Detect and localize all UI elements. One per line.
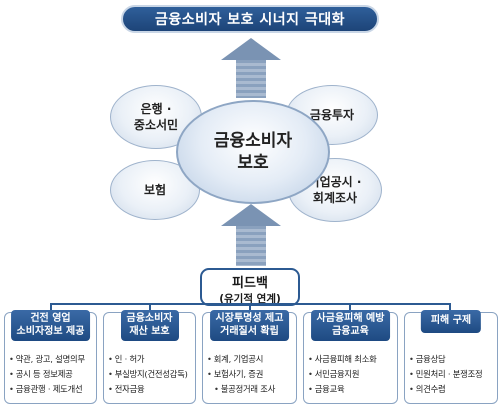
card-items: 인 · 허가 부실방지(건전성감독) 전자금융 bbox=[108, 352, 193, 397]
list-item: 금융상담 bbox=[409, 352, 495, 367]
goal-banner-text: 금융소비자 보호 시너지 극대화 bbox=[154, 12, 346, 28]
list-item: 약관, 광고, 설명의무 bbox=[9, 352, 94, 367]
list-item: 서민금융지원 bbox=[308, 367, 395, 382]
list-item: 회계, 기업공시 bbox=[207, 352, 294, 367]
feedback-box: 피드백 (유기적 연계) bbox=[200, 268, 300, 306]
connector-drop-1 bbox=[50, 303, 52, 312]
connector-drop-3 bbox=[249, 303, 251, 312]
feedback-subtitle: (유기적 연계) bbox=[219, 293, 281, 305]
card-items: 사금융피해 최소화 서민금융지원 금융교육 bbox=[308, 352, 395, 397]
card-damage-relief: 피해 구제 금융상담 민원처리 · 분쟁조정 의견수렴 bbox=[404, 310, 498, 404]
list-item: 부실방지(건전성감독) bbox=[108, 367, 193, 382]
list-item: 전자금융 bbox=[108, 382, 193, 397]
list-item: 불공정거래 조사 bbox=[207, 382, 294, 397]
card-header: 피해 구제 bbox=[420, 310, 482, 333]
list-item: 금융교육 bbox=[308, 382, 395, 397]
list-item: 인 · 허가 bbox=[108, 352, 193, 367]
goal-banner: 금융소비자 보호 시너지 극대화 bbox=[121, 5, 379, 33]
feedback-title: 피드백 bbox=[232, 276, 268, 291]
upper-arrow-icon bbox=[221, 38, 281, 98]
list-item: 민원처리 · 분쟁조정 bbox=[409, 367, 495, 382]
connector-drop-2 bbox=[149, 303, 151, 312]
connector-drop-5 bbox=[449, 303, 451, 312]
satellite-banking: 은행 ·중소서민 bbox=[110, 85, 202, 149]
connector-drop-4 bbox=[349, 303, 351, 312]
list-item: 금융관행 · 제도개선 bbox=[9, 382, 94, 397]
card-items: 금융상담 민원처리 · 분쟁조정 의견수렴 bbox=[409, 352, 495, 397]
list-item: 공시 등 정보제공 bbox=[9, 367, 94, 382]
list-item: 보험사기, 증권 bbox=[207, 367, 294, 382]
lower-arrow-icon bbox=[221, 204, 281, 266]
list-item: 사금융피해 최소화 bbox=[308, 352, 395, 367]
card-items: 회계, 기업공시 보험사기, 증권 불공정거래 조사 bbox=[207, 352, 294, 397]
card-items: 약관, 광고, 설명의무 공시 등 정보제공 금융관행 · 제도개선 bbox=[9, 352, 94, 397]
list-item: 의견수렴 bbox=[409, 382, 495, 397]
